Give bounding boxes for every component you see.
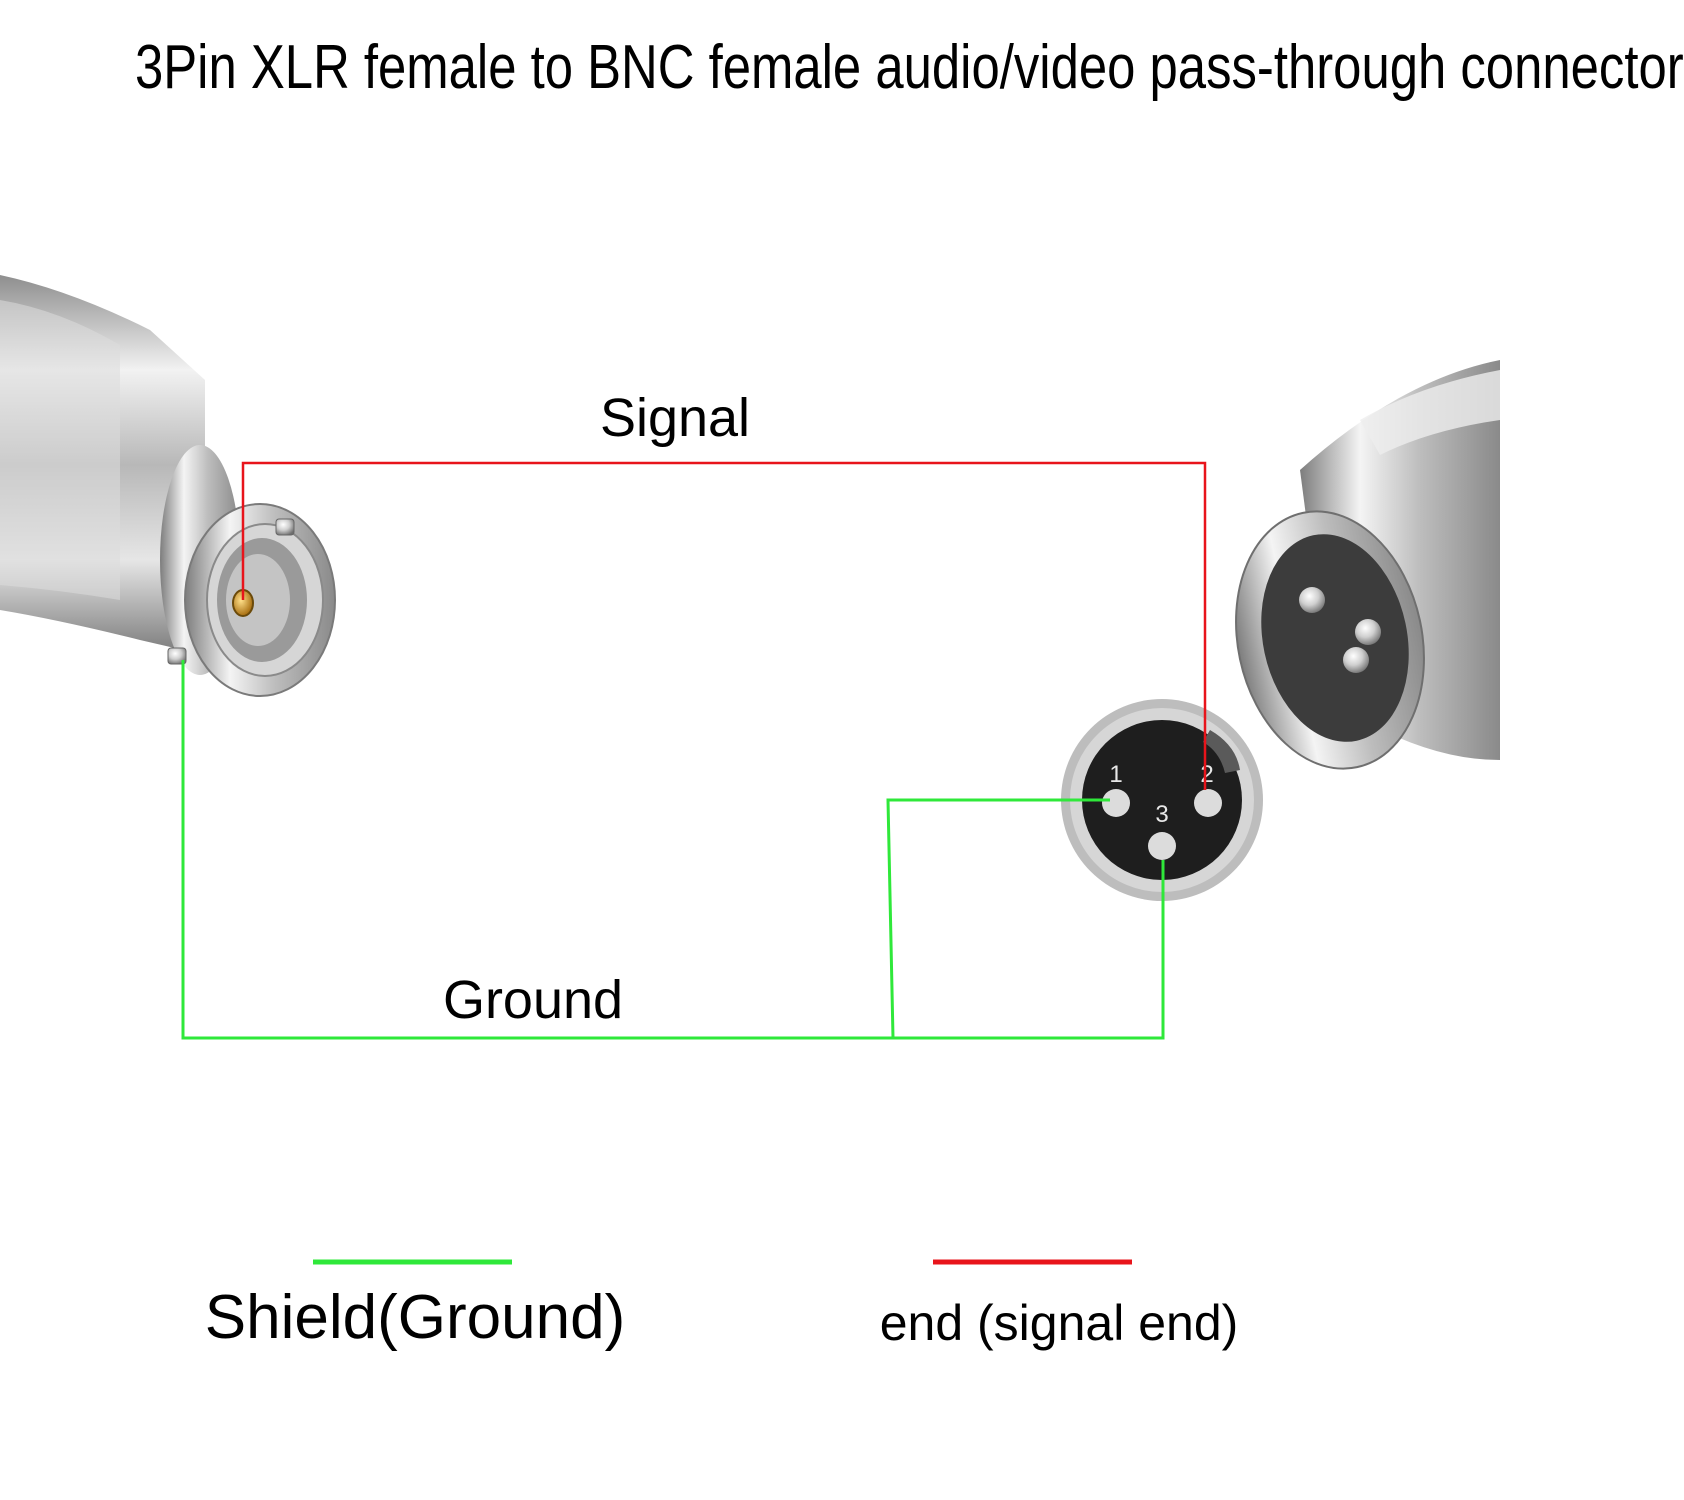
legend-signal-label: end (signal end) (880, 1295, 1239, 1351)
pin-2-socket (1194, 789, 1222, 817)
pin-3-label: 3 (1155, 801, 1168, 828)
ground-wire-pin1 (886, 798, 1110, 1039)
pin-2-label: 2 (1200, 761, 1213, 788)
wiring-diagram: 1 2 3 Signal Ground Shield(Ground) end (… (0, 275, 1500, 1352)
xlr-female-face: 1 2 3 (1061, 699, 1263, 901)
legend: Shield(Ground) end (signal end) (205, 1259, 1239, 1352)
pin-1-socket (1102, 789, 1130, 817)
ground-wire-bnc (181, 660, 1165, 1040)
bnc-female-connector (0, 275, 336, 697)
pin-1-label: 1 (1109, 761, 1122, 788)
signal-wire (241, 461, 1207, 790)
xlr-male-connector (1235, 360, 1500, 770)
signal-wire-label: Signal (600, 388, 750, 448)
legend-ground-label: Shield(Ground) (205, 1283, 625, 1352)
pin-3-socket (1148, 832, 1176, 860)
ground-wire-label: Ground (443, 970, 623, 1030)
diagram-canvas: 3Pin XLR female to BNC female audio/vide… (0, 33, 1684, 1352)
